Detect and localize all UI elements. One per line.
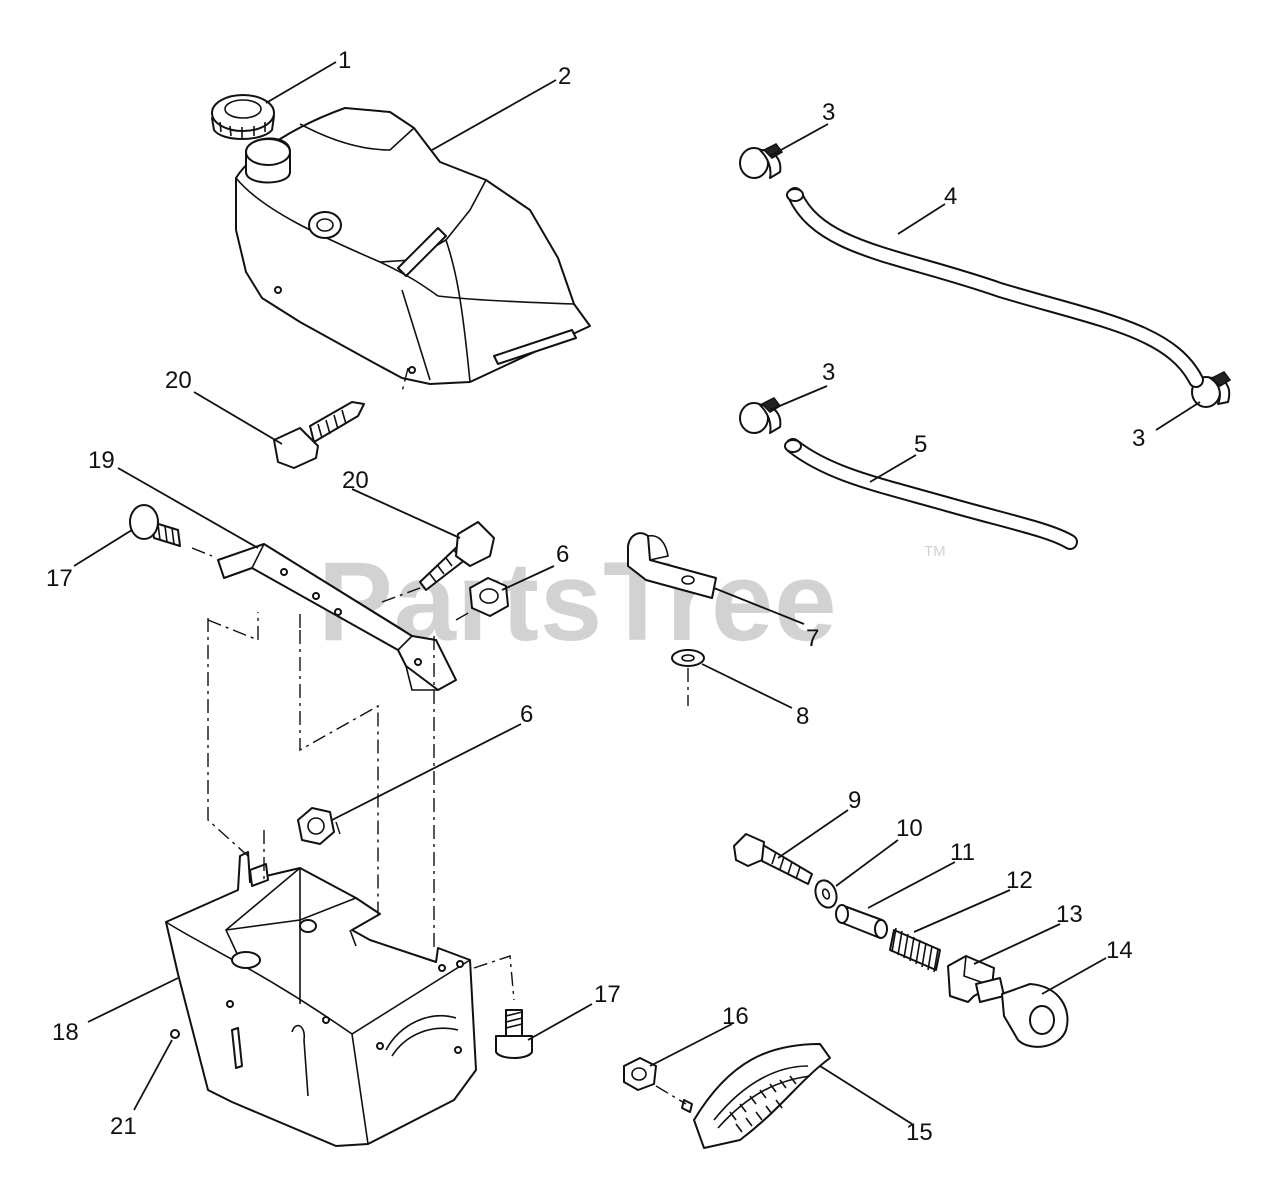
part-19-bracket-rail[interactable] — [217, 543, 457, 691]
part-9-bolt[interactable] — [733, 833, 813, 885]
part-18-shroud[interactable] — [165, 851, 477, 1147]
part-12-spring[interactable] — [889, 927, 941, 973]
leader-lines — [73, 61, 1201, 1125]
part-14-cam[interactable] — [1001, 983, 1069, 1048]
part-20-screw-a[interactable] — [273, 401, 365, 469]
callout-10: 10 — [896, 815, 923, 842]
part-10-washer[interactable] — [812, 877, 840, 910]
part-20-screw-b[interactable] — [419, 521, 495, 591]
part-16-nut[interactable] — [623, 1057, 657, 1091]
watermark-trademark: TM — [924, 543, 946, 560]
callout-9: 9 — [848, 787, 861, 814]
part-17-bolt-b[interactable] — [495, 1009, 533, 1059]
part-6-nut-a[interactable] — [469, 577, 509, 617]
callout-8: 8 — [796, 703, 809, 730]
callout-15: 15 — [906, 1119, 933, 1146]
callout-16: 16 — [722, 1003, 749, 1030]
callout-5: 5 — [914, 431, 927, 458]
callout-3a: 3 — [822, 99, 835, 126]
callout-numbers: 1 2 3 4 3 3 5 20 20 19 17 6 6 7 8 9 10 1… — [46, 47, 1145, 1146]
callout-20a: 20 — [165, 367, 192, 394]
callout-21: 21 — [110, 1113, 137, 1140]
callout-3c: 3 — [1132, 425, 1145, 452]
callout-17a: 17 — [46, 565, 73, 592]
callout-17b: 17 — [594, 981, 621, 1008]
part-5-fuel-hose[interactable] — [784, 438, 1078, 550]
part-3-hose-clamp-b[interactable] — [739, 397, 782, 434]
callout-3b: 3 — [822, 359, 835, 386]
alignment-lines — [191, 367, 689, 1105]
part-11-spacer[interactable] — [835, 904, 888, 939]
part-8-washer[interactable] — [671, 649, 705, 667]
callout-4: 4 — [944, 183, 957, 210]
callout-1: 1 — [338, 47, 351, 74]
part-1-fuel-cap[interactable] — [211, 94, 275, 140]
part-2-fuel-tank[interactable] — [235, 107, 591, 385]
part-21-rivet[interactable] — [170, 1029, 180, 1039]
callout-6b: 6 — [520, 701, 533, 728]
callout-11: 11 — [950, 839, 975, 866]
callout-12: 12 — [1006, 867, 1033, 894]
callout-13: 13 — [1056, 901, 1083, 928]
part-3-hose-clamp-a[interactable] — [739, 143, 784, 179]
callout-2: 2 — [558, 63, 571, 90]
part-17-bolt-a[interactable] — [129, 504, 181, 547]
callout-20b: 20 — [342, 467, 369, 494]
part-15-shift-plate[interactable] — [681, 1043, 831, 1149]
callout-6a: 6 — [556, 541, 569, 568]
part-4-fuel-hose[interactable] — [786, 187, 1204, 388]
callout-19: 19 — [88, 447, 115, 474]
part-7-clip[interactable] — [627, 532, 717, 599]
callout-14: 14 — [1106, 937, 1133, 964]
callout-18: 18 — [52, 1019, 79, 1046]
callout-7: 7 — [806, 625, 819, 652]
part-6-nut-b[interactable] — [297, 807, 335, 845]
